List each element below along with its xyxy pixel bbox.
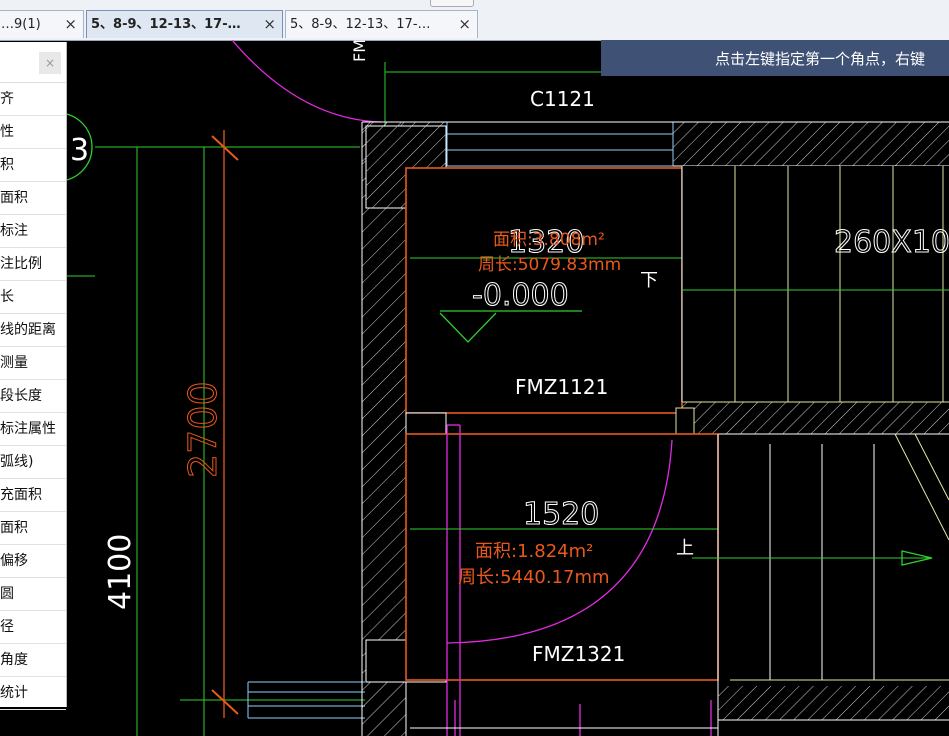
panel-item[interactable]: 弧线) — [0, 446, 66, 479]
room-1-perimeter: 周长:5079.83mm — [478, 255, 621, 275]
tab-close-icon[interactable]: × — [263, 15, 276, 33]
door-label-fmz1121: FMZ1121 — [515, 375, 608, 399]
panel-item[interactable]: 标注 — [0, 215, 66, 248]
wall-segment — [675, 407, 695, 435]
wall-hatch-bottom — [718, 686, 949, 720]
room-1-boundary[interactable] — [405, 167, 683, 414]
window-label-c1121: C1121 — [530, 87, 595, 111]
panel-item[interactable]: 标注属性 — [0, 413, 66, 446]
panel-item[interactable]: 偏移 — [0, 545, 66, 578]
tab-close-icon[interactable]: × — [64, 15, 77, 33]
panel-item[interactable]: 段长度 — [0, 380, 66, 413]
room-1-area: 面积:3.808m² — [493, 230, 605, 250]
elevation-triangle — [439, 312, 497, 343]
tab-file-3[interactable]: 5、8-9、12-13、17-… × — [285, 10, 478, 38]
dim-2700-label: 2700 — [181, 381, 225, 478]
stair-arrow — [901, 550, 933, 566]
tool-panel-header: × — [0, 42, 66, 83]
panel-item[interactable]: 积 — [0, 149, 66, 182]
wall-hatch-left — [362, 122, 406, 736]
panel-item[interactable]: 充面积 — [0, 479, 66, 512]
wall-segment — [405, 412, 447, 436]
panel-item[interactable]: 线的距离 — [0, 314, 66, 347]
stair-dim-label: 260X10 — [834, 225, 949, 260]
panel-item[interactable]: 角度 — [0, 644, 66, 677]
stair-up-label: 上 — [676, 538, 694, 559]
panel-item[interactable]: 统计 — [0, 677, 66, 710]
panel-item[interactable]: 齐 — [0, 83, 66, 116]
door-swing-arc-top — [231, 40, 383, 123]
dim-tick — [211, 135, 239, 161]
stair-diagonal — [894, 433, 949, 541]
close-icon[interactable]: × — [39, 52, 61, 74]
panel-item[interactable]: 圆 — [0, 578, 66, 611]
panel-item[interactable]: 性 — [0, 116, 66, 149]
tab-file-2[interactable]: 5、8-9、12-13、17-… × — [86, 10, 283, 38]
tab-bar: …9(1) × 5、8-9、12-13、17-… × 5、8-9、12-13、1… — [0, 0, 949, 41]
room-2-area: 面积:1.824m² — [475, 541, 593, 562]
dim-tick — [211, 689, 239, 715]
dim-4100-label: 4100 — [103, 534, 138, 610]
tab-close-icon[interactable]: × — [458, 15, 471, 33]
room-2-perimeter: 周长:5440.17mm — [458, 567, 610, 588]
axis-bubble-label: 3 — [70, 133, 89, 168]
tab-label: …9(1) — [1, 17, 41, 32]
panel-item[interactable]: 面积 — [0, 512, 66, 545]
stair-diagonal — [914, 433, 949, 501]
stair-area — [682, 166, 949, 402]
door-swing-arc — [446, 439, 673, 644]
panel-item[interactable]: 径 — [0, 611, 66, 644]
command-prompt: 点击左键指定第一个角点，右键 — [601, 40, 949, 76]
panel-item[interactable]: 注比例 — [0, 248, 66, 281]
wall-hatch-mid — [682, 402, 949, 434]
room-2-boundary[interactable] — [405, 433, 719, 681]
tab-label: 5、8-9、12-13、17-… — [91, 17, 241, 32]
tool-panel: × 齐 性 积 面积 标注 注比例 长 线的距离 测量 段长度 标注属性 弧线)… — [0, 42, 67, 710]
stair-down-label: 下 — [640, 270, 658, 291]
window-c1121 — [446, 121, 674, 167]
panel-item[interactable]: 面积 — [0, 182, 66, 215]
door-label-fmz1321: FMZ1321 — [532, 642, 625, 666]
dim-1320-label: 1320 — [508, 225, 584, 260]
tab-file-1[interactable]: …9(1) × — [0, 10, 84, 38]
top-tab-fragment — [430, 0, 474, 7]
cad-drawing-canvas[interactable]: 3 FM 4100 2700 C1121 1320 面积:3.808m² 周长:… — [0, 40, 949, 736]
panel-item[interactable]: 长 — [0, 281, 66, 314]
fm-vertical-label: FM — [350, 40, 369, 62]
dim-1520-label: 1520 — [523, 497, 599, 532]
tab-label: 5、8-9、12-13、17-… — [290, 17, 431, 32]
panel-item[interactable]: 测量 — [0, 347, 66, 380]
elevation-label: -0.000 — [472, 278, 569, 313]
